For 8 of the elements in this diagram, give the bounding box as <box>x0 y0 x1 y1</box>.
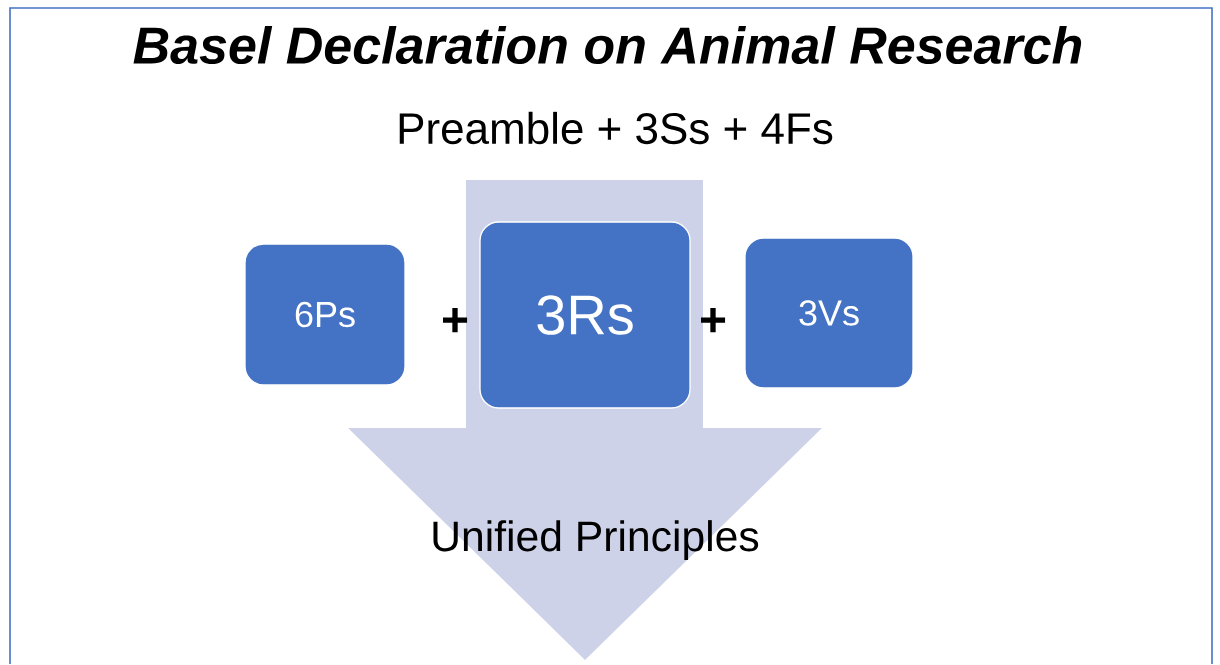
plus-sign: + <box>443 307 468 333</box>
title: Basel Declaration on Animal Research <box>133 25 1082 65</box>
subtitle: Preamble + 3Ss + 4Fs <box>399 111 833 145</box>
rounded-box: 3Rs <box>479 221 691 409</box>
arrow-caption: Unified Principles <box>433 520 759 560</box>
plus-sign: + <box>701 307 726 333</box>
rounded-box: 3Vs <box>744 237 914 389</box>
rounded-box: 6Ps <box>244 243 406 386</box>
